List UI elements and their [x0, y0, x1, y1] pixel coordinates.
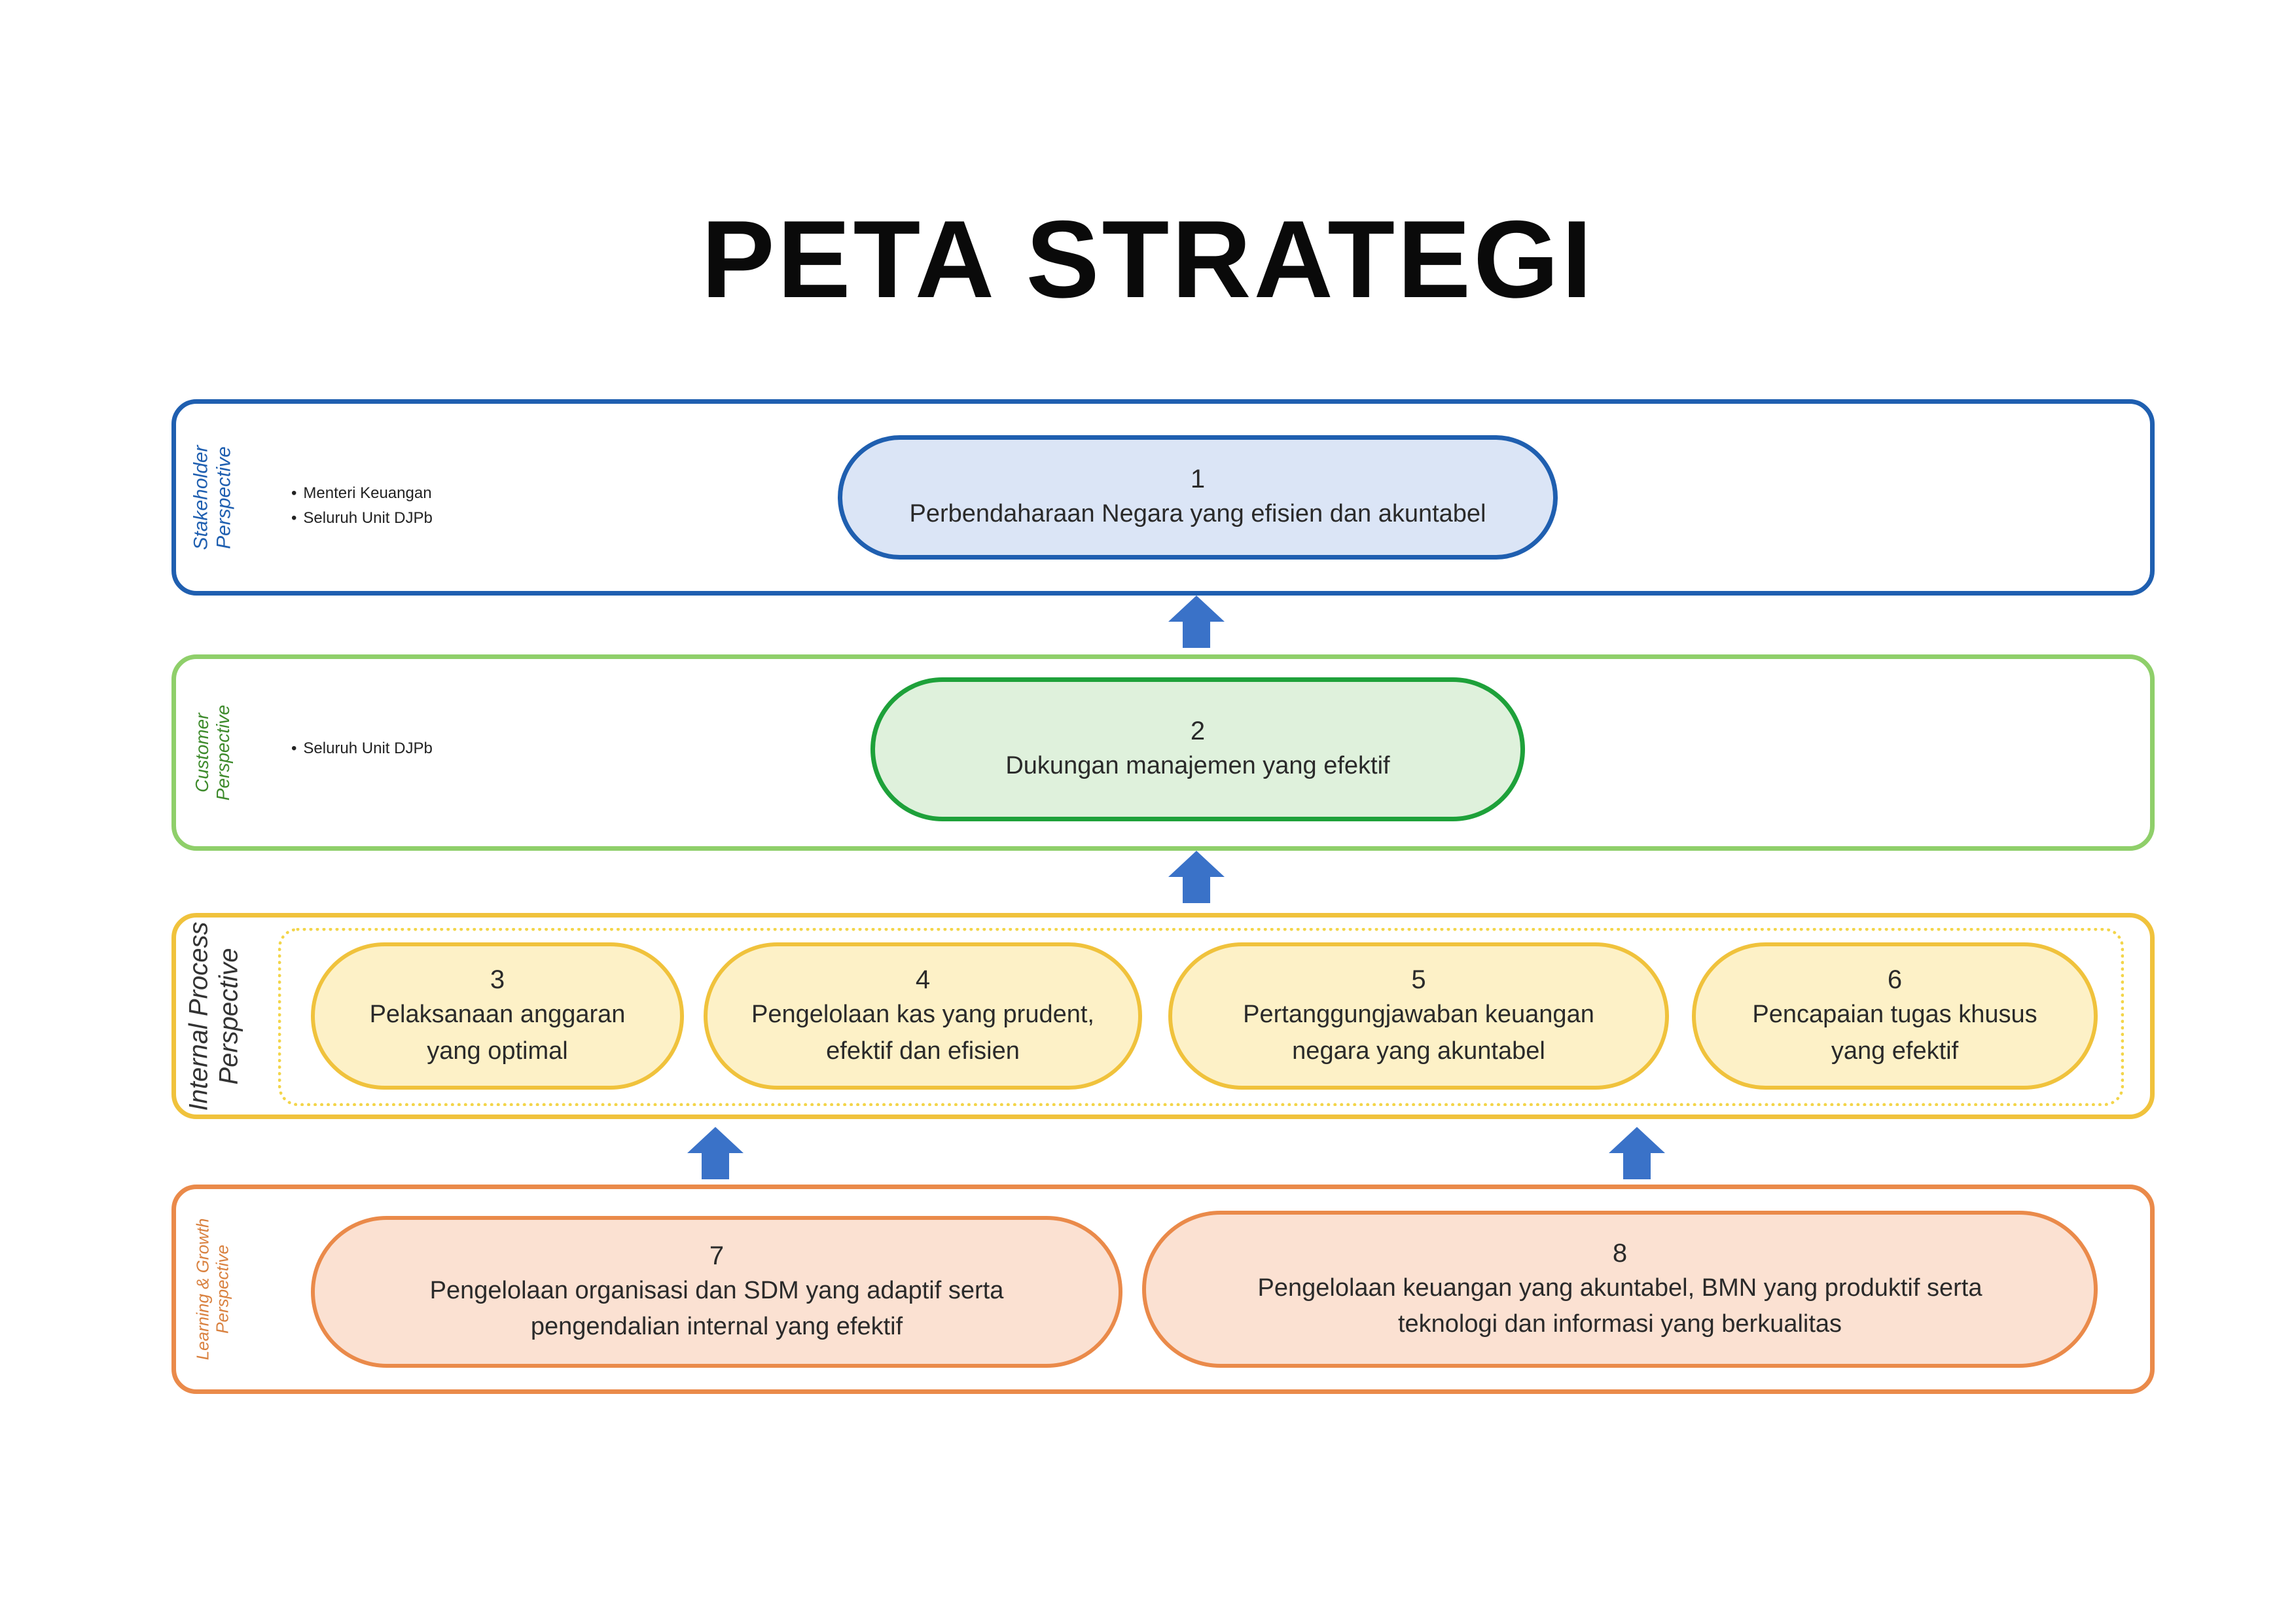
objective-8: 8 Pengelolaan keuangan yang akuntabel, B…	[1142, 1211, 2098, 1368]
label-line: Stakeholder	[190, 444, 212, 550]
objective-text: Pengelolaan kas yang prudent, efektif da…	[751, 1001, 1094, 1065]
label-line: Learning & Growth	[192, 1218, 213, 1361]
objective-number: 8	[1612, 1238, 1628, 1268]
label-line: Perspective	[215, 948, 243, 1084]
bullet-item: Seluruh Unit DJPb	[291, 736, 432, 761]
customer-bullet-list: Seluruh Unit DJPb	[291, 736, 432, 761]
customer-perspective-label: Customer Perspective	[177, 654, 249, 851]
label-line: Perspective	[213, 446, 235, 549]
objective-number: 2	[1190, 717, 1206, 746]
objective-text: Pelaksanaan anggaran yang optimal	[369, 1001, 626, 1065]
bullet-item: Seluruh Unit DJPb	[291, 506, 432, 531]
label-line: Perspective	[212, 1245, 232, 1334]
arrow-up-icon	[1168, 851, 1225, 903]
objective-3: 3 Pelaksanaan anggaran yang optimal	[311, 942, 684, 1090]
objective-6: 6 Pencapaian tugas khusus yang efektif	[1692, 942, 2098, 1090]
learning-growth-perspective-label: Learning & Growth Perspective	[177, 1185, 249, 1394]
arrow-up-icon	[1168, 596, 1225, 648]
page-title: PETA STRATEGI	[701, 198, 1595, 321]
objective-4: 4 Pengelolaan kas yang prudent, efektif …	[704, 942, 1142, 1090]
stakeholder-perspective-label: Stakeholder Perspective	[177, 399, 249, 596]
arrow-up-icon	[1609, 1127, 1665, 1179]
objective-text: Pertanggungjawaban keuangan negara yang …	[1243, 1001, 1594, 1065]
objective-2: 2 Dukungan manajemen yang efektif	[870, 677, 1525, 821]
objective-number: 7	[709, 1241, 725, 1270]
objective-1: 1 Perbendaharaan Negara yang efisien dan…	[838, 435, 1558, 560]
internal-process-perspective-label: Internal Process Perspective	[171, 913, 257, 1119]
objective-text: Perbendaharaan Negara yang efisien dan a…	[909, 500, 1486, 528]
bullet-item: Menteri Keuangan	[291, 481, 433, 506]
objective-text: Pengelolaan keuangan yang akuntabel, BMN…	[1257, 1274, 1982, 1338]
objective-number: 1	[1190, 465, 1206, 494]
objective-number: 4	[915, 965, 931, 995]
label-line: Internal Process	[185, 921, 213, 1111]
label-line: Perspective	[213, 704, 234, 801]
objective-text: Pencapaian tugas khusus yang efektif	[1752, 1001, 2037, 1065]
objective-number: 5	[1411, 965, 1426, 995]
stakeholder-bullet-list: Menteri Keuangan Seluruh Unit DJPb	[291, 481, 433, 531]
internal-process-group-outline	[278, 928, 2124, 1106]
objective-5: 5 Pertanggungjawaban keuangan negara yan…	[1168, 942, 1669, 1090]
objective-text: Dukungan manajemen yang efektif	[1005, 752, 1390, 780]
label-line: Customer	[191, 713, 212, 793]
objective-7: 7 Pengelolaan organisasi dan SDM yang ad…	[311, 1216, 1122, 1368]
arrow-up-icon	[687, 1127, 744, 1179]
objective-number: 6	[1887, 965, 1903, 995]
objective-number: 3	[490, 965, 505, 995]
objective-text: Pengelolaan organisasi dan SDM yang adap…	[429, 1276, 1004, 1340]
